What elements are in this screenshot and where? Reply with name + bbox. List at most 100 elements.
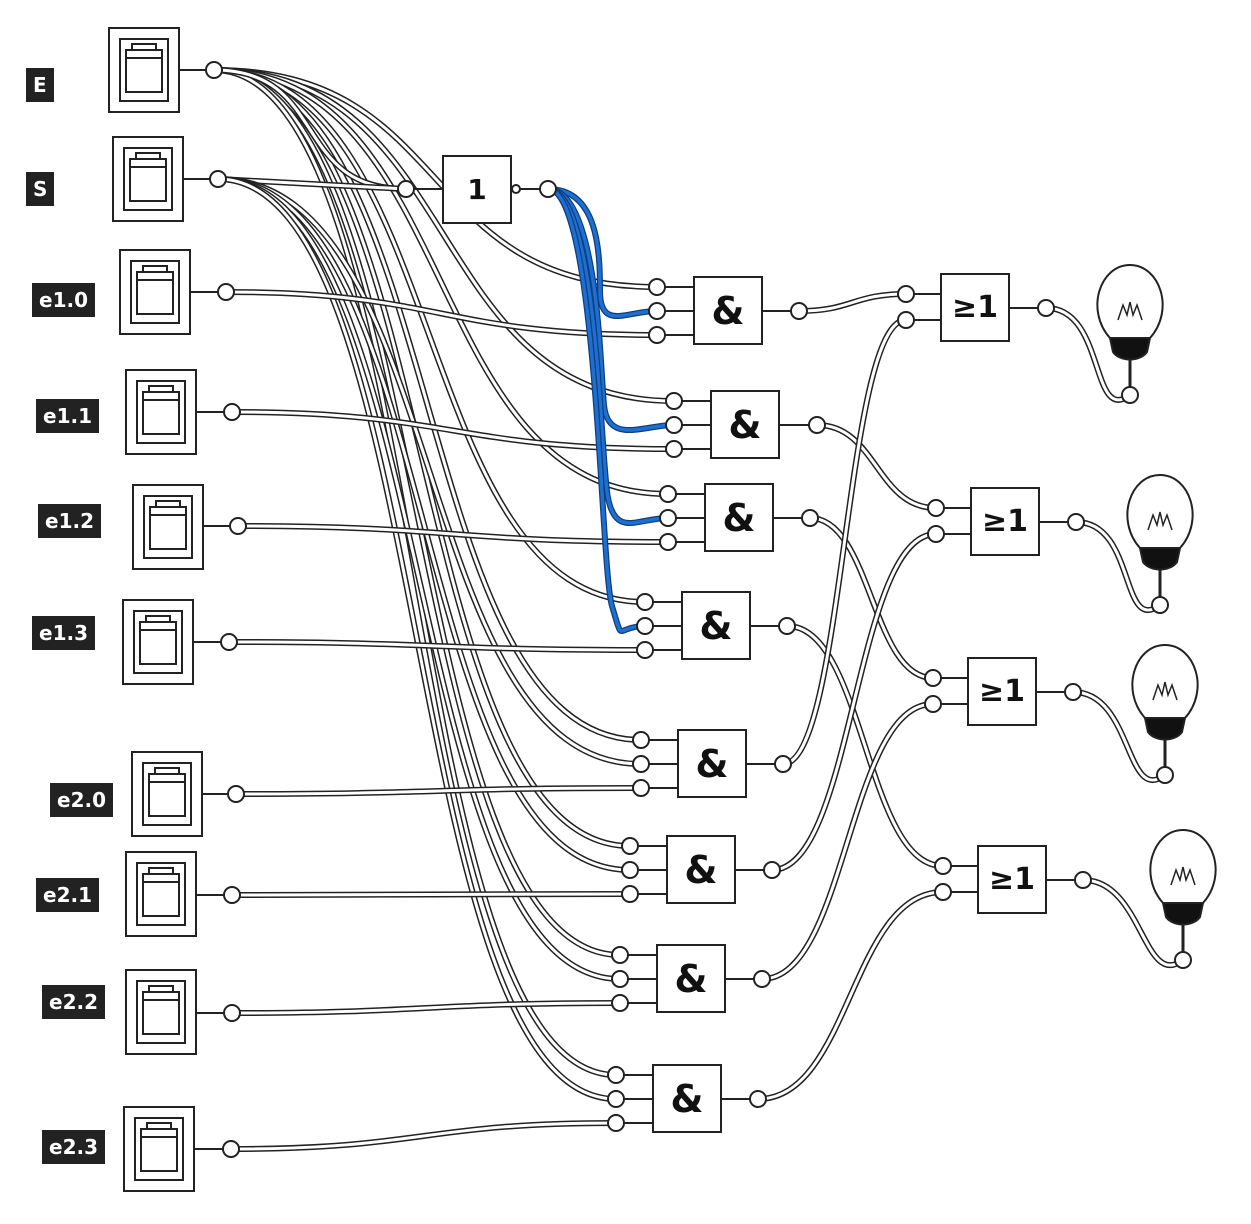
- or-gate-2[interactable]: ≥1: [970, 487, 1040, 556]
- and-gate-3[interactable]: &: [704, 483, 774, 552]
- lamp-glass: [1126, 473, 1194, 549]
- and-gate-5[interactable]: &: [677, 729, 747, 798]
- and2-pin-1: [665, 416, 683, 434]
- switch-node-0: [205, 61, 223, 79]
- lamp-glass: [1131, 643, 1199, 719]
- wire-E-not-core: [212, 68, 408, 191]
- switch-e1-0[interactable]: [119, 249, 191, 335]
- wire-or1-lamp-core: [1044, 306, 1132, 402]
- switch-e2-3[interactable]: [123, 1106, 195, 1192]
- switch-S[interactable]: [112, 136, 184, 222]
- or-gate-3[interactable]: ≥1: [967, 657, 1037, 726]
- wire-and8-or4-core: [756, 890, 945, 1101]
- wire-and2-or2-core: [815, 423, 938, 510]
- switch-e2-1[interactable]: [125, 851, 197, 937]
- or2-pin-1: [927, 525, 945, 543]
- and6-pin-1: [621, 861, 639, 879]
- not-out-node: [539, 180, 557, 198]
- lamp-node-4: [1174, 951, 1192, 969]
- bus-notS-and4-core: [546, 187, 647, 633]
- wire-and7-or3-core: [760, 702, 935, 981]
- wire-and6-or2-core: [770, 532, 938, 872]
- and3-pin-0: [659, 485, 677, 503]
- switch-e1-1[interactable]: [125, 369, 197, 455]
- lamp-glass: [1096, 263, 1164, 339]
- wire-data-and1-core: [224, 290, 659, 337]
- and3-pin-2: [659, 533, 677, 551]
- input-label-e2-1: e2.1: [36, 878, 99, 912]
- wire-E-and7-core: [212, 68, 622, 957]
- and-gate-1[interactable]: &: [693, 276, 763, 345]
- lamp-filament: [1152, 681, 1178, 701]
- switch-e1-3[interactable]: [122, 599, 194, 685]
- not-gate[interactable]: 1: [442, 155, 512, 224]
- switch-node-3: [223, 403, 241, 421]
- and-gate-7[interactable]: &: [656, 944, 726, 1013]
- switch-e2-0[interactable]: [131, 751, 203, 837]
- input-label-e1-0: e1.0: [32, 283, 95, 317]
- lamp-filament: [1170, 866, 1196, 886]
- and7-pin-2: [611, 994, 629, 1012]
- lamp-base: [1143, 717, 1187, 741]
- lamp-base: [1108, 337, 1152, 361]
- and1-pin-2: [648, 326, 666, 344]
- or3-out-node: [1064, 683, 1082, 701]
- wire-and3-or3-core: [808, 516, 935, 680]
- and4-pin-1: [636, 617, 654, 635]
- lamp-icon: [1149, 828, 1217, 952]
- wire-data-and2-core: [230, 410, 676, 451]
- input-label-e2-3: e2.3: [42, 1130, 105, 1164]
- lamp-filament: [1147, 511, 1173, 531]
- lamp-filament: [1117, 301, 1143, 321]
- or2-out-node: [1067, 513, 1085, 531]
- switch-node-5: [220, 633, 238, 651]
- switch-e1-2[interactable]: [132, 484, 204, 570]
- switch-node-4: [229, 517, 247, 535]
- and6-pin-2: [621, 885, 639, 903]
- input-label-e2-0: e2.0: [50, 783, 113, 817]
- and5-pin-0: [632, 731, 650, 749]
- switch-E[interactable]: [108, 27, 180, 113]
- or1-pin-0: [897, 285, 915, 303]
- wire-S-and8-core: [216, 177, 618, 1101]
- or3-pin-1: [924, 695, 942, 713]
- lamp-node-3: [1156, 766, 1174, 784]
- wire-and4-or4-core: [785, 624, 945, 868]
- wire-E-and2-core: [212, 68, 676, 403]
- negated-s-bus: [545, 186, 677, 634]
- input-label-e2-2: e2.2: [42, 985, 105, 1019]
- or2-pin-0: [927, 499, 945, 517]
- or4-pin-1: [934, 883, 952, 901]
- and8-pin-2: [607, 1114, 625, 1132]
- or-gate-1[interactable]: ≥1: [940, 273, 1010, 342]
- and8-pin-0: [607, 1066, 625, 1084]
- and6-out-node: [763, 861, 781, 879]
- and-gate-8[interactable]: &: [652, 1064, 722, 1133]
- and-gate-2[interactable]: &: [710, 390, 780, 459]
- wire-data-and3-core: [236, 524, 670, 544]
- and1-out-node: [790, 302, 808, 320]
- wire-data-and8-core: [229, 1121, 618, 1151]
- connection-nodes: [205, 61, 1192, 1158]
- lamp-base: [1161, 902, 1205, 926]
- pin-stubs: [180, 69, 1075, 1150]
- and4-pin-2: [636, 641, 654, 659]
- switch-e2-2[interactable]: [125, 969, 197, 1055]
- and-gate-6[interactable]: &: [666, 835, 736, 904]
- wire-and5-or1-core: [781, 318, 908, 766]
- lamp-base: [1138, 547, 1182, 571]
- wire-E-and3-core: [212, 68, 670, 496]
- wire-or2-lamp-core: [1074, 520, 1162, 612]
- and7-out-node: [753, 970, 771, 988]
- wire-S-and7-core: [216, 177, 622, 981]
- lamp-glass: [1149, 828, 1217, 904]
- lamp-node-1: [1121, 386, 1139, 404]
- wire-data-and6-core: [230, 892, 632, 897]
- or-gate-4[interactable]: ≥1: [977, 845, 1047, 914]
- and-gate-4[interactable]: &: [681, 591, 751, 660]
- and1-pin-0: [648, 278, 666, 296]
- or3-pin-0: [924, 669, 942, 687]
- or4-out-node: [1074, 871, 1092, 889]
- wire-or3-lamp-core: [1071, 690, 1167, 782]
